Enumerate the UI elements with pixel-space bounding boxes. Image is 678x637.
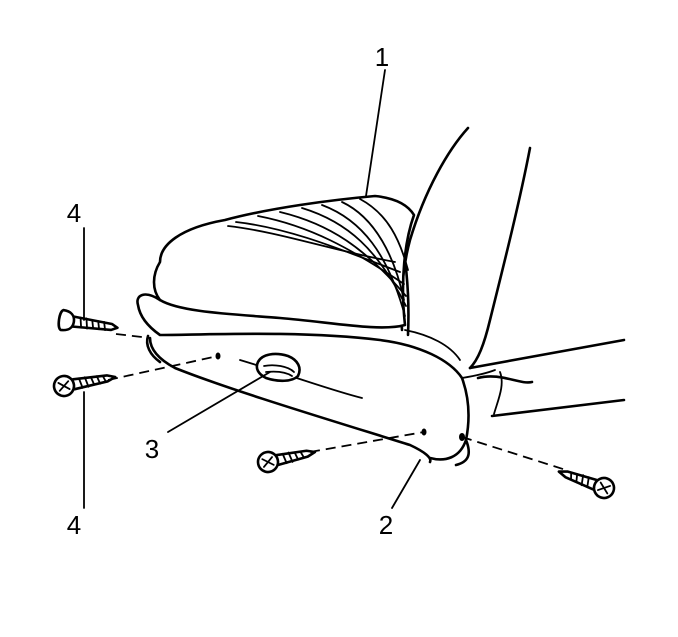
seat-cushion-top [152,194,416,329]
screw-upper-left [57,308,119,332]
seat-back [396,126,532,370]
callout-4-top: 4 [67,198,81,228]
callout-1: 1 [375,42,389,72]
screw-right [557,470,616,500]
leader-lines [83,69,421,509]
screw-lower-middle [256,449,317,474]
screw-holes [215,352,465,441]
callout-4-bottom: 4 [67,510,81,540]
cushion-stitch-lines [227,198,409,317]
screw-lower-left [52,374,117,398]
seat-side-rail [468,338,626,418]
callout-3: 3 [145,434,159,464]
installation-dashed-lines [107,333,567,471]
callout-2: 2 [379,510,393,540]
